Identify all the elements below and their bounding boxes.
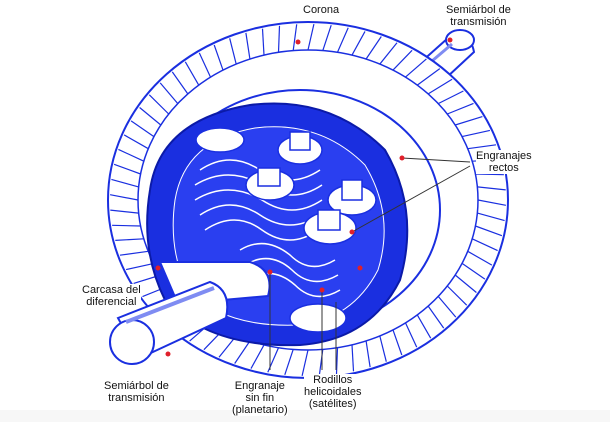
crown-tooth [455,116,483,126]
crown-tooth [392,49,413,71]
left-margin [0,0,62,422]
crown-tooth [477,212,505,222]
crown-tooth [475,173,504,176]
crown-tooth [110,209,139,214]
crown-tooth [475,225,503,237]
crown-tooth [427,78,453,95]
crown-tooth [335,347,339,375]
crown-tooth [111,178,139,188]
crown-tooth [454,274,477,293]
label-rodillos: Rodillos helicoidales (satélites) [304,374,362,410]
crown-tooth [112,224,141,227]
crown-tooth [404,322,418,348]
crown-tooth [365,340,371,368]
crown-tooth [123,134,149,150]
crown-tooth [115,238,144,241]
crown-tooth [184,61,200,86]
gear-assembly [194,127,377,333]
crown-tooth [437,296,457,318]
crown-tooth [351,344,355,372]
crown-tooth [437,90,464,105]
crown-tooth [446,285,468,306]
label-engranaje-sin-fin: Engranaje sin fin (planetario) [232,380,288,416]
crown-tooth [392,329,403,356]
crown-tooth [477,186,506,191]
crown-tooth [119,250,149,256]
part-markers [155,37,453,357]
crown-tooth [447,102,474,115]
crown-tooth [379,42,398,65]
crown-tooth [284,349,294,375]
crown-tooth [198,52,212,78]
crown-tooth [322,25,332,51]
crown-tooth [416,314,432,339]
crown-tooth [277,25,281,53]
crown-tooth [461,262,486,280]
crown-tooth [139,107,162,126]
crown-tooth [301,349,309,377]
crown-tooth [467,144,497,150]
label-semiarbol-bottom: Semiárbol de transmisión [104,380,169,404]
crown-tooth [159,82,179,104]
crown-tooth [351,31,366,56]
crown-tooth [427,305,445,329]
crown-tooth [416,68,441,86]
crown-tooth [250,344,265,369]
crown-tooth [467,250,493,266]
right-margin [548,0,610,422]
crown-tooth [171,71,189,95]
crown-tooth [307,23,315,51]
bottom-half-shaft [109,261,271,365]
crown-tooth [471,238,498,252]
crown-tooth [125,262,155,271]
crown-tooth [292,24,298,51]
crown-tooth [234,340,251,364]
crown-tooth [477,199,507,206]
bottom-band [0,410,610,422]
crown-tooth [130,120,155,138]
crown-tooth [461,129,491,138]
label-carcasa: Carcasa del diferencial [82,284,141,308]
crown-tooth [379,335,387,362]
leader-lines [269,157,471,370]
label-corona: Corona [303,4,340,16]
crown-tooth [336,27,349,53]
crown-tooth [365,36,382,60]
crown-tooth [148,94,170,115]
label-semiarbol-top: Semiárbol de transmisión [446,4,511,28]
label-engranajes-rectos: Engranajes rectos [476,150,532,174]
crown-tooth [118,148,145,162]
crown-tooth [109,194,139,201]
crown-tooth [113,163,141,175]
crown-tooth [229,38,237,65]
crown-tooth [245,32,251,60]
crown-tooth [405,58,427,78]
crown-tooth [261,28,265,56]
crown-tooth [213,44,224,71]
